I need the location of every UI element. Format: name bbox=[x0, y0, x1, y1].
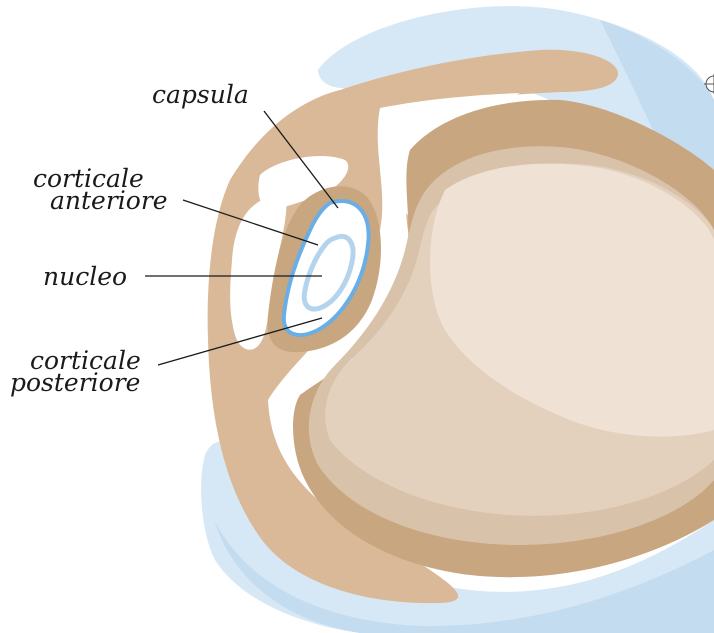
label-nucleo-text: nucleo bbox=[43, 266, 127, 288]
label-capsula: capsula bbox=[152, 84, 249, 106]
label-nucleo: nucleo bbox=[43, 266, 127, 288]
label-corticale-posteriore-line2: posteriore bbox=[10, 372, 141, 394]
label-corticale-anteriore-line2: anteriore bbox=[33, 190, 168, 212]
label-corticale-posteriore: corticale posteriore bbox=[10, 350, 141, 394]
label-corticale-anteriore: corticale anteriore bbox=[33, 168, 168, 212]
label-capsula-text: capsula bbox=[152, 84, 249, 106]
